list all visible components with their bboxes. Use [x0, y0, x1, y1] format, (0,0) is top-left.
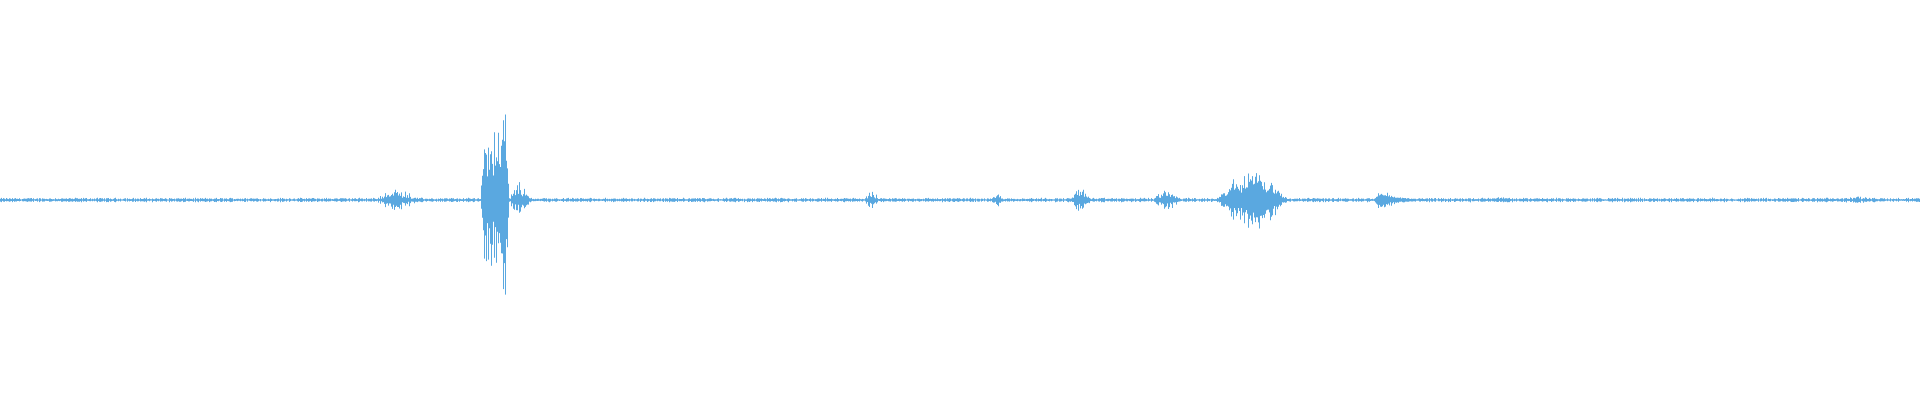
- waveform-signal: [0, 114, 1920, 295]
